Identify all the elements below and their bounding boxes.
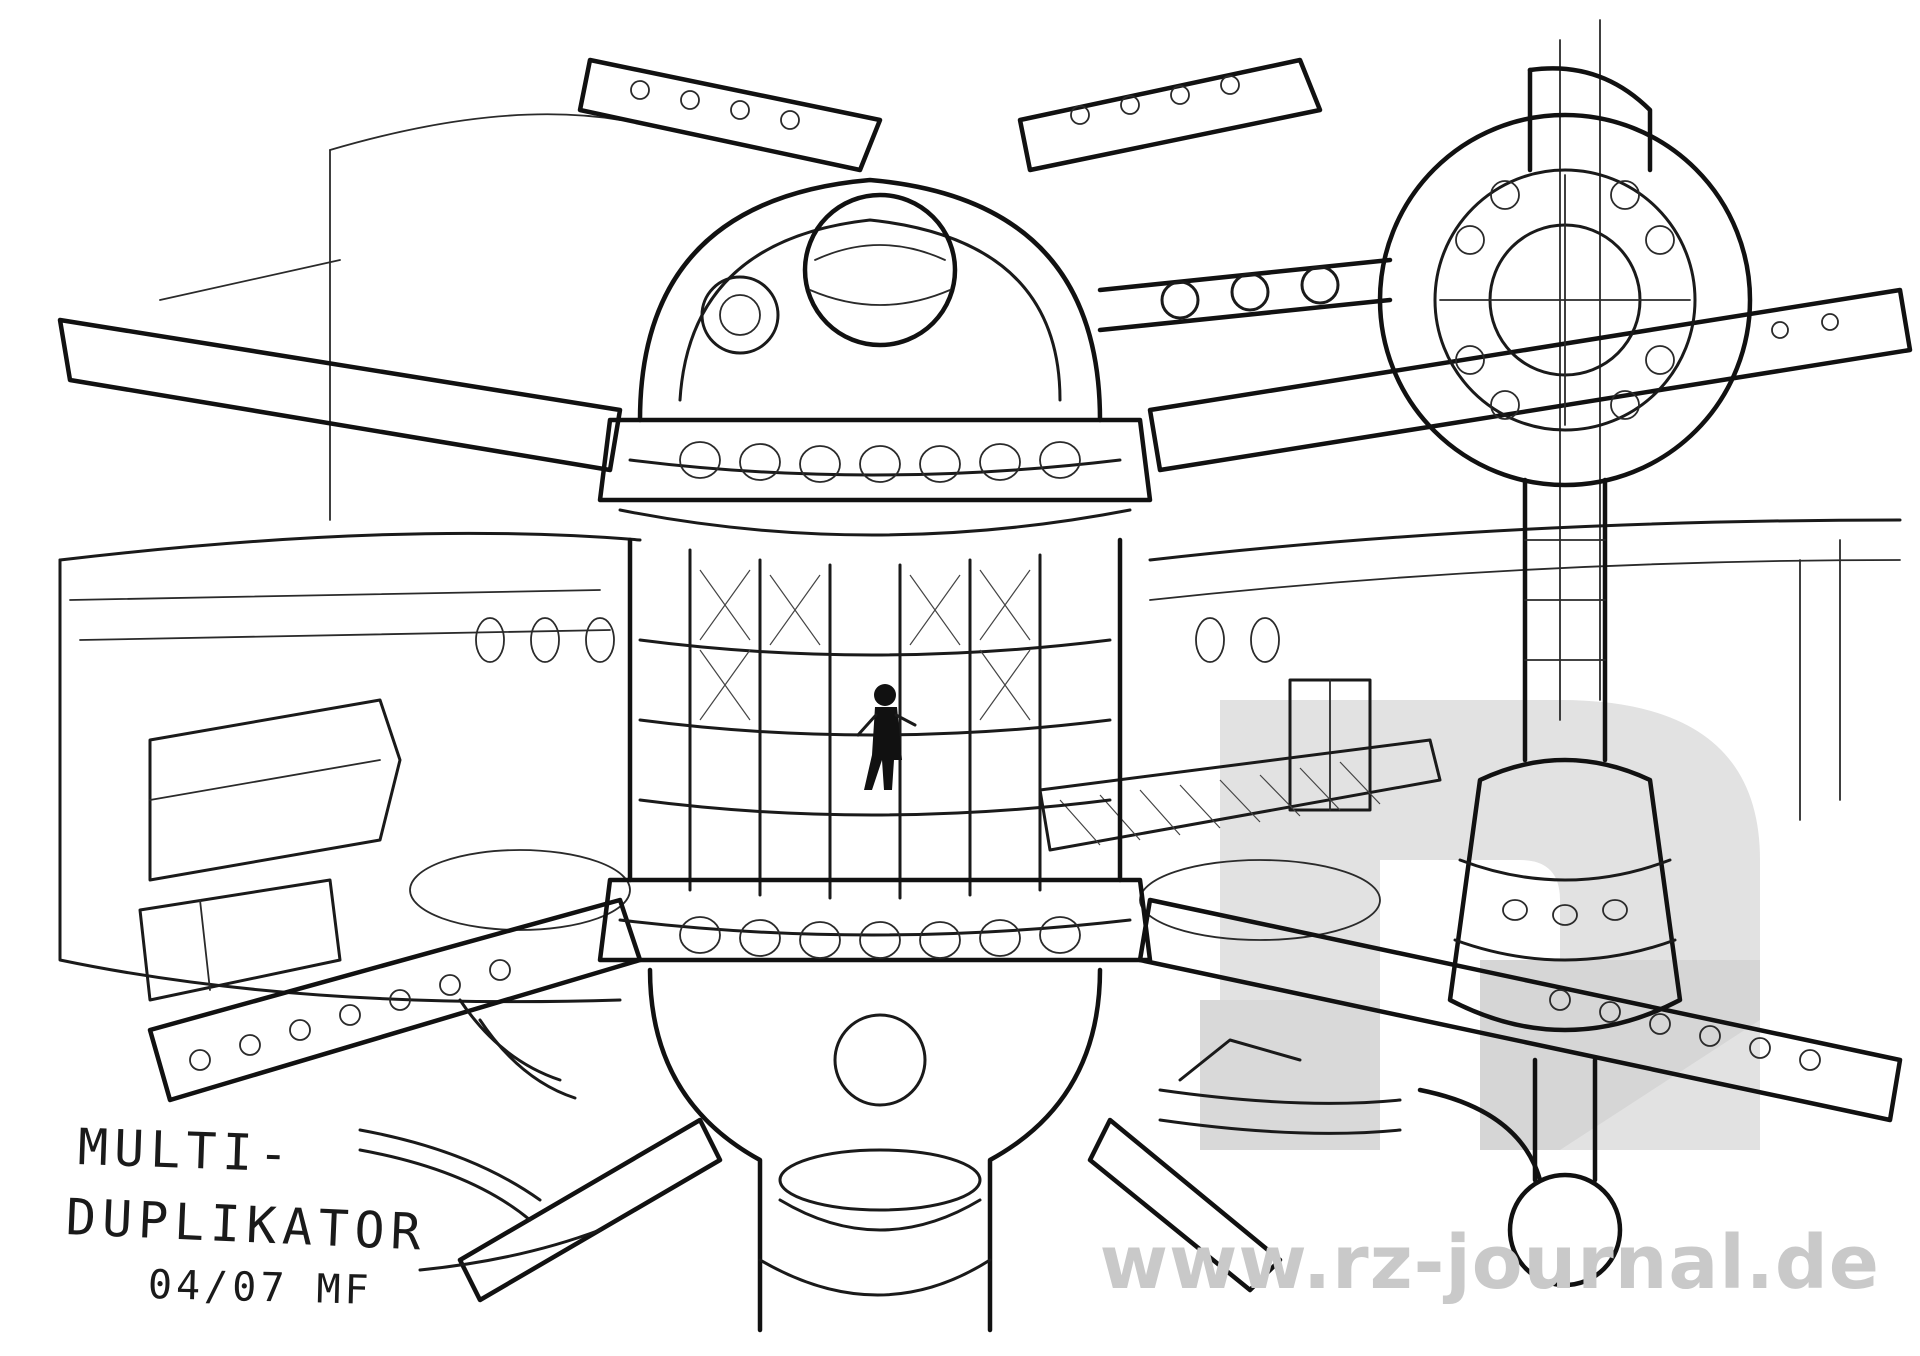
- room-background: [58, 19, 1902, 1004]
- date-signature: 04/07 MF: [147, 1262, 374, 1314]
- rz-logo-icon: [1200, 700, 1760, 1150]
- ceiling-girders: [57, 57, 1913, 473]
- cables: [358, 998, 1543, 1272]
- watermark-url: www.rz-journal.de: [1099, 1220, 1880, 1306]
- person-silhouette: [856, 684, 917, 790]
- duplicator-chamber: [597, 177, 1153, 1333]
- right-tower: [1097, 66, 1753, 1288]
- title-line1: MULTI-: [76, 1118, 296, 1184]
